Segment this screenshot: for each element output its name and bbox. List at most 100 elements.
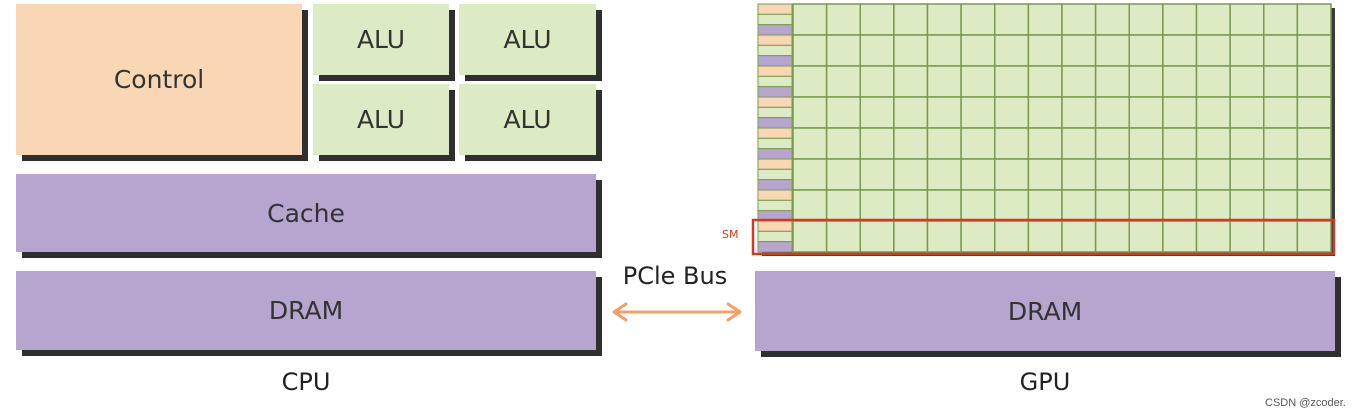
gpu-sm-highlight	[751, 218, 1336, 256]
cpu-caption: CPU	[281, 368, 331, 396]
gpu-core-cell	[994, 3, 1030, 36]
gpu-dram-label: DRAM	[1007, 296, 1083, 326]
gpu-cache-cell	[757, 75, 793, 88]
gpu-control-cell	[757, 34, 793, 46]
gpu-core-cell	[1027, 96, 1063, 129]
cpu-cache-label: Cache	[267, 198, 345, 228]
gpu-core-cell	[1229, 96, 1265, 129]
gpu-core-cell	[792, 34, 828, 67]
gpu-core-cell	[1263, 34, 1299, 67]
gpu-caption: GPU	[1019, 368, 1071, 396]
gpu-core-cell	[1229, 127, 1265, 160]
gpu-core-cell	[1061, 220, 1097, 253]
gpu-core-cell	[1094, 3, 1130, 36]
gpu-core-cell	[1061, 65, 1097, 98]
gpu-core-cell	[893, 96, 929, 129]
gpu-control-cell	[757, 189, 793, 201]
gpu-core-cell	[893, 189, 929, 222]
gpu-core-cell	[893, 34, 929, 67]
gpu-core-cell	[1027, 189, 1063, 222]
watermark: CSDN @zcoder.	[1265, 397, 1346, 409]
gpu-core-cell	[825, 96, 861, 129]
gpu-core-cell	[1162, 65, 1198, 98]
gpu-core-cell	[859, 65, 895, 98]
gpu-core-cell	[1027, 3, 1063, 36]
gpu-core-cell	[1094, 220, 1130, 253]
pcie-bus-label: PCle Bus	[622, 262, 728, 290]
gpu-core-cell	[960, 189, 996, 222]
gpu-core-cell	[1162, 158, 1198, 191]
cpu-alu-label: ALU	[503, 105, 552, 134]
cpu-alu-block: ALU	[459, 84, 596, 155]
gpu-core-cell	[1229, 34, 1265, 67]
gpu-core-cell	[1128, 220, 1164, 253]
gpu-cache-cell	[757, 230, 793, 243]
gpu-core-cell	[859, 34, 895, 67]
gpu-core-cell	[960, 127, 996, 160]
gpu-cache-cell	[757, 44, 793, 57]
gpu-core-cell	[1195, 220, 1231, 253]
cpu-alu-label: ALU	[356, 105, 406, 134]
gpu-core-cell	[1195, 34, 1231, 67]
gpu-control-cell	[757, 220, 793, 232]
gpu-core-cell	[893, 65, 929, 98]
gpu-core-cell	[1162, 220, 1198, 253]
gpu-core-cell	[1061, 189, 1097, 222]
gpu-core-cell	[859, 96, 895, 129]
gpu-core-cell	[893, 3, 929, 36]
gpu-core-cell	[1094, 96, 1130, 129]
gpu-cache-cell	[757, 13, 793, 26]
cpu-alu-block: ALU	[313, 4, 449, 75]
cpu-cache-block: Cache	[16, 174, 596, 252]
gpu-core-cell	[1296, 34, 1332, 67]
gpu-core-cell	[792, 220, 828, 253]
gpu-core-cell	[1195, 96, 1231, 129]
gpu-core-cell	[1162, 96, 1198, 129]
gpu-core-cell	[1229, 189, 1265, 222]
gpu-core-cell	[994, 127, 1030, 160]
gpu-core-cell	[893, 158, 929, 191]
cpu-alu-label: ALU	[503, 25, 552, 54]
gpu-core-cell	[1128, 189, 1164, 222]
gpu-core-cell	[1128, 96, 1164, 129]
gpu-core-cell	[859, 220, 895, 253]
gpu-cache-cell	[757, 179, 793, 191]
gpu-core-cell	[1094, 158, 1130, 191]
gpu-core-cell	[859, 189, 895, 222]
gpu-core-cell	[792, 127, 828, 160]
gpu-core-cell	[825, 127, 861, 160]
gpu-core-cell	[1128, 65, 1164, 98]
gpu-core-cell	[926, 189, 962, 222]
gpu-core-cell	[1296, 96, 1332, 129]
gpu-core-cell	[859, 127, 895, 160]
gpu-core-cell	[792, 189, 828, 222]
gpu-core-cell	[825, 3, 861, 36]
gpu-core-cell	[825, 189, 861, 222]
gpu-core-cell	[1195, 3, 1231, 36]
gpu-core-cell	[926, 220, 962, 253]
gpu-core-cell	[1263, 127, 1299, 160]
gpu-core-cell	[1296, 3, 1332, 36]
gpu-core-cell	[994, 220, 1030, 253]
gpu-control-cell	[757, 96, 793, 108]
gpu-core-cell	[1162, 189, 1198, 222]
gpu-core-cell	[1296, 65, 1332, 98]
gpu-dram-block: DRAM	[755, 271, 1335, 351]
gpu-core-cell	[1195, 158, 1231, 191]
gpu-core-cell	[859, 3, 895, 36]
cpu-dram-label: DRAM	[268, 296, 344, 325]
gpu-core-cell	[825, 65, 861, 98]
gpu-core-cell	[994, 34, 1030, 67]
gpu-cache-cell	[757, 199, 793, 212]
gpu-core-cell	[1162, 3, 1198, 36]
gpu-core-cell	[1296, 189, 1332, 222]
gpu-core-cell	[1229, 220, 1265, 253]
gpu-core-cell	[1061, 34, 1097, 67]
gpu-core-cell	[1229, 3, 1265, 36]
gpu-core-cell	[1094, 189, 1130, 222]
gpu-core-cell	[1061, 96, 1097, 129]
gpu-core-cell	[926, 3, 962, 36]
gpu-core-cell	[1128, 158, 1164, 191]
